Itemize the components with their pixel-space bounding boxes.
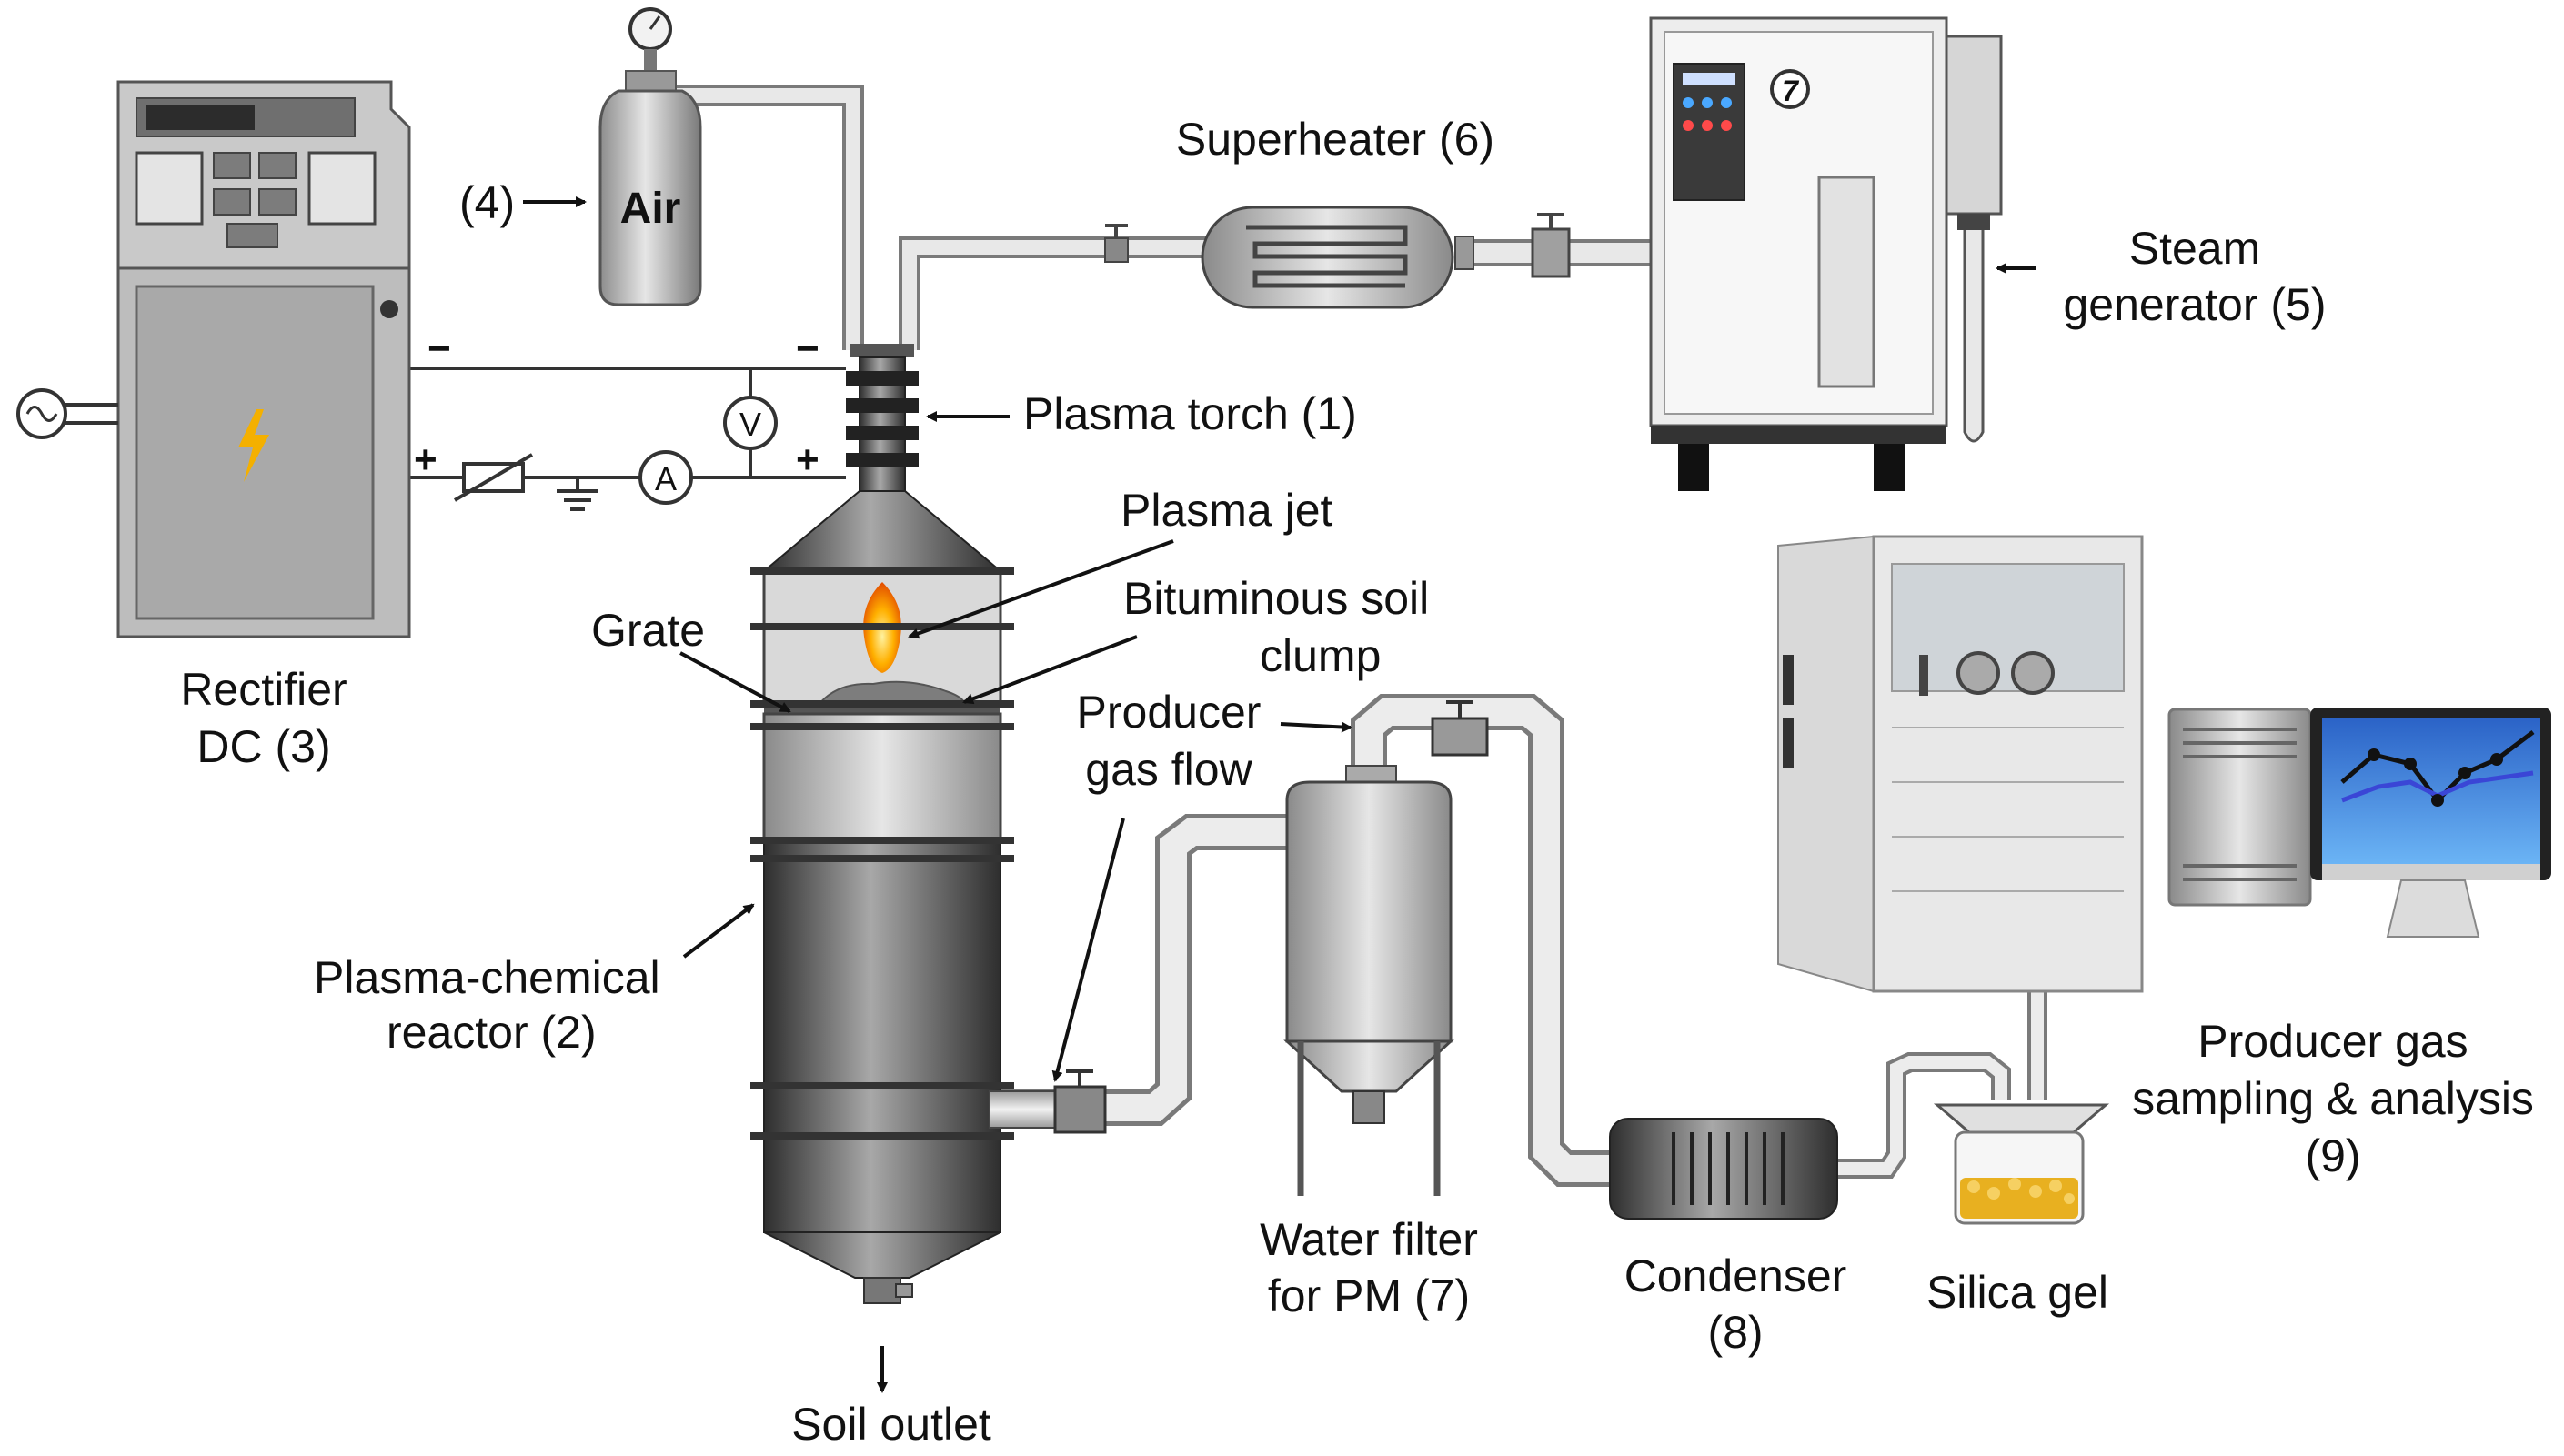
steam-generator-door <box>1817 176 1875 388</box>
voltmeter: V <box>723 396 778 450</box>
label-soil-outlet: Soil outlet <box>791 1399 991 1450</box>
ammeter: A <box>638 450 693 505</box>
minus-terminal-left: − <box>427 326 451 371</box>
label-sampling-2: sampling & analysis <box>2132 1073 2534 1124</box>
label-sampling-3: (9) <box>2305 1130 2360 1181</box>
label-steam-2: generator (5) <box>2063 279 2326 330</box>
silica-gel-beads <box>1960 1178 2078 1219</box>
label-gas-flow-1: Producer <box>1077 687 1262 738</box>
air-tank-label: Air <box>620 185 681 233</box>
analyzer-dial-icon <box>1956 651 2000 695</box>
labels: Plasma torch (1) Plasma jet Bituminous s… <box>180 114 2534 1450</box>
arrow-gas-flow-outlet <box>1051 818 1125 1082</box>
analyzer-dial-icon <box>2011 651 2055 695</box>
label-plasma-torch: Plasma torch (1) <box>1023 388 1357 439</box>
plasma-chemical-reactor <box>750 490 1107 1304</box>
valve-icon <box>1104 237 1129 263</box>
rectifier-gauge-left <box>135 151 204 226</box>
svg-text:7: 7 <box>1782 75 1800 107</box>
arrow-plasma-jet <box>908 539 1174 639</box>
label-bituminous-2: clump <box>1260 630 1381 681</box>
minus-terminal-right: − <box>796 326 819 371</box>
rectifier-unit <box>16 80 411 638</box>
air-tank: Air <box>598 7 702 306</box>
steam-generator: 7 <box>1649 16 2003 491</box>
arrow-grate <box>679 651 791 713</box>
water-filter <box>1283 700 1489 1196</box>
steam-logo-icon <box>1770 69 1810 109</box>
plasma-torch <box>846 344 919 493</box>
computer-workstation <box>2167 708 2551 938</box>
label-grate: Grate <box>591 605 705 656</box>
electrical-wiring <box>409 367 846 511</box>
label-air-ref: (4) <box>459 177 515 228</box>
label-rectifier-1: Rectifier <box>180 664 347 715</box>
label-plasma-jet: Plasma jet <box>1121 485 1333 536</box>
label-sampling-1: Producer gas <box>2197 1016 2468 1067</box>
label-reactor-2: reactor (2) <box>387 1007 597 1058</box>
rectifier-gauge-right <box>307 151 377 226</box>
label-superheater: Superheater (6) <box>1176 114 1494 165</box>
gas-analyzer <box>1777 535 2144 993</box>
computer-tower <box>2167 708 2312 907</box>
annotation-arrows <box>523 196 2036 1393</box>
plus-terminal-left: + <box>414 437 437 482</box>
control-panel <box>1673 63 1745 201</box>
label-gas-flow-2: gas flow <box>1085 744 1252 795</box>
silica-gel-trap <box>1933 1103 2110 1225</box>
label-water-filter-2: for PM (7) <box>1268 1270 1470 1321</box>
label-rectifier-2: DC (3) <box>196 721 330 772</box>
label-steam-1: Steam <box>2129 223 2261 274</box>
lightning-icon <box>238 409 269 482</box>
svg-text:V: V <box>739 406 761 443</box>
superheater <box>1104 206 1571 309</box>
plus-terminal-right: + <box>796 437 819 482</box>
arrow-gas-flow <box>1280 721 1352 733</box>
label-reactor-1: Plasma-chemical <box>314 952 660 1003</box>
svg-text:A: A <box>655 460 677 497</box>
label-condenser-1: Condenser <box>1624 1250 1847 1301</box>
wheel-icon <box>1678 444 1709 491</box>
wheel-icon <box>1874 444 1905 491</box>
arrow-reactor <box>682 903 755 959</box>
label-silica-gel: Silica gel <box>1926 1267 2108 1318</box>
valve-icon <box>1531 227 1571 278</box>
label-water-filter-1: Water filter <box>1260 1214 1478 1265</box>
arrow-soil-clump <box>962 635 1138 705</box>
valve-icon <box>1053 1085 1107 1134</box>
label-bituminous-1: Bituminous soil <box>1123 573 1429 624</box>
valve-icon <box>1431 717 1489 757</box>
label-condenser-2: (8) <box>1707 1307 1763 1358</box>
condenser <box>1609 1118 1838 1220</box>
